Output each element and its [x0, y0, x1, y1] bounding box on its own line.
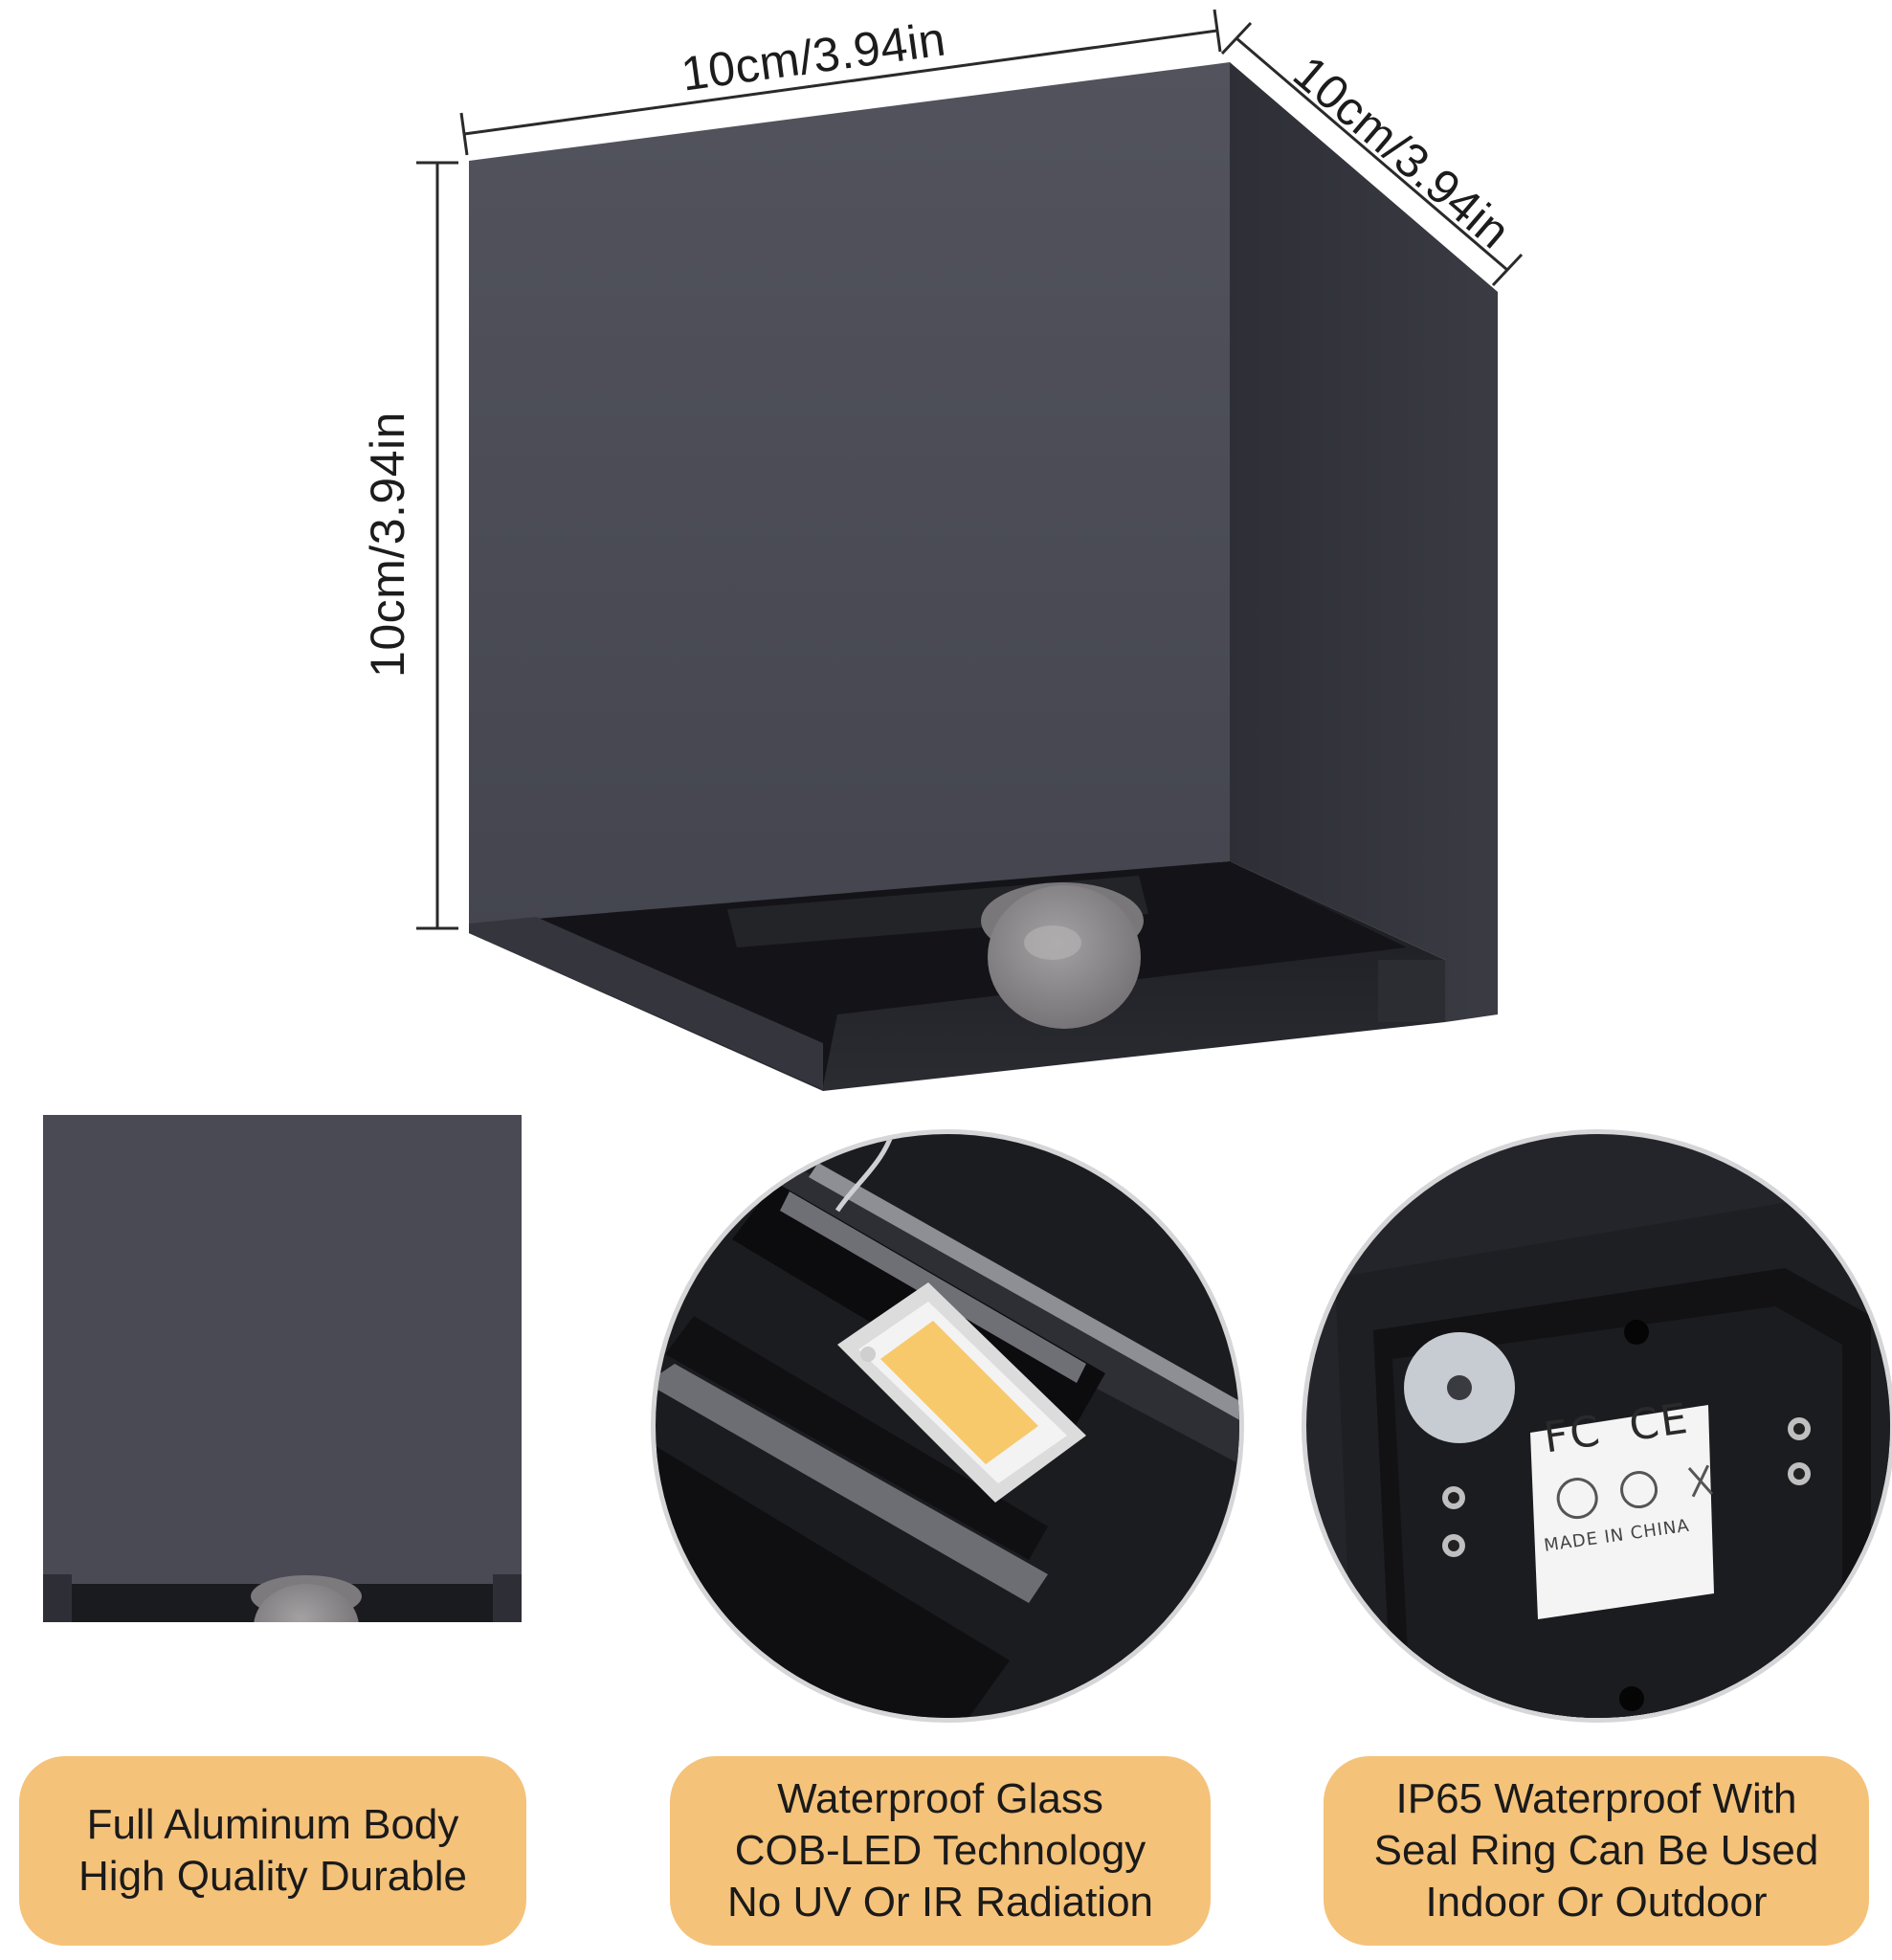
feature-2-line-2: COB-LED Technology	[734, 1827, 1146, 1874]
seal-ring	[1404, 1332, 1515, 1443]
feature-2-line-1: Waterproof Glass	[777, 1775, 1103, 1822]
cob-led-chip	[880, 1321, 1038, 1464]
feature-2-line-3: No UV Or IR Radiation	[726, 1879, 1154, 1926]
feature-pill-ip65: IP65 Waterproof With Seal Ring Can Be Us…	[1324, 1756, 1869, 1946]
feature-3-line-1: IP65 Waterproof With	[1395, 1775, 1797, 1822]
front-view-face	[43, 1115, 522, 1589]
dimension-lines	[416, 9, 1524, 930]
cube-front-lip	[469, 917, 823, 1089]
cob-led-module	[837, 1282, 1086, 1503]
feature-pill-aluminum-body: Full Aluminum Body High Quality Durable	[19, 1756, 526, 1946]
sticker-symbols	[1546, 1454, 1733, 1531]
feature-3-line-3: Indoor Or Outdoor	[1425, 1879, 1768, 1926]
feature-3-line-2: Seal Ring Can Be Used	[1373, 1827, 1819, 1874]
main-product-illustration	[416, 9, 1524, 1091]
certification-sticker	[1530, 1405, 1714, 1619]
led-detail-illustration	[651, 1129, 1244, 1723]
front-view-illustration	[43, 1115, 522, 1622]
cube-front-face	[469, 62, 1230, 933]
cube-side-face	[1230, 62, 1498, 1022]
screw-holes	[1442, 1417, 1811, 1557]
front-view-pir-sensor	[251, 1575, 362, 1622]
fc-mark: FC	[1541, 1406, 1605, 1463]
feature-pill-waterproof-glass: Waterproof Glass COB-LED Technology No U…	[670, 1756, 1211, 1946]
feature-1-line-1: Full Aluminum Body	[86, 1801, 459, 1848]
height-dimension-label: 10cm/3.94in	[361, 412, 414, 678]
feature-1-line-2: High Quality Durable	[78, 1853, 467, 1900]
pir-sensor	[981, 882, 1144, 1029]
ce-mark: CE	[1626, 1393, 1693, 1451]
